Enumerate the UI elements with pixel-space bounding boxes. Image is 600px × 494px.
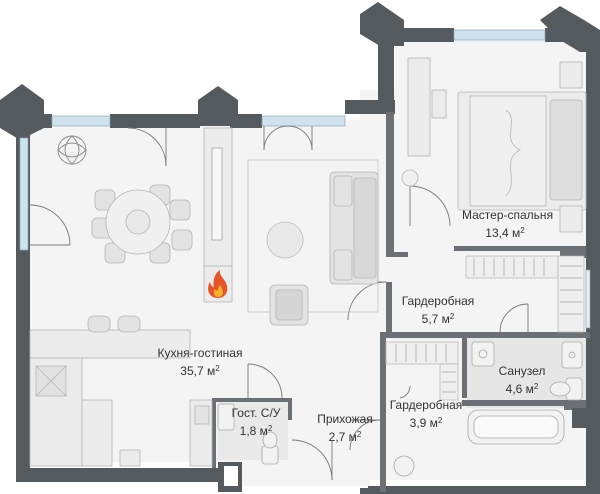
flower-plant-icon <box>57 135 87 165</box>
room-name: Мастер-спальня <box>462 208 554 222</box>
armchair <box>269 284 309 326</box>
room-name: Гардеробная <box>389 398 463 412</box>
room-label-wardrobe-large: Гардеробная 5,7 м2 <box>398 294 478 327</box>
interior-walls <box>212 112 590 492</box>
room-label-wardrobe-small: Гардеробная 3,9 м2 <box>386 398 466 431</box>
kitchen-stools <box>87 315 141 333</box>
toilet-icon <box>261 377 583 465</box>
bathtub-icon <box>467 409 565 445</box>
windows <box>19 29 591 329</box>
room-name: Кухня-гостиная <box>157 346 243 360</box>
room-name: Прихожая <box>317 412 373 426</box>
room-area: 4,6 м2 <box>505 382 539 396</box>
laundry-unit <box>393 455 415 477</box>
shower-icon <box>217 341 583 431</box>
coffee-table <box>266 221 304 259</box>
room-name: Гост. С/У <box>231 406 281 420</box>
room-label-kitchen-living: Кухня-гостиная 35,7 м2 <box>152 346 248 379</box>
bed-icon <box>457 61 587 233</box>
wardrobe-hangers <box>395 258 582 393</box>
room-name: Гардеробная <box>401 294 475 308</box>
room-label-guest-wc: Гост. С/У 1,8 м2 <box>216 406 296 439</box>
room-label-bathroom: Санузел 4,6 м2 <box>492 364 552 397</box>
sofa-icon <box>329 171 379 285</box>
room-area: 5,7 м2 <box>421 312 455 326</box>
room-label-master-bedroom: Мастер-спальня 13,4 м2 <box>462 208 553 241</box>
room-area: 35,7 м2 <box>180 364 220 378</box>
room-label-hallway: Прихожая 2,7 м2 <box>310 412 380 445</box>
fire-icon <box>208 270 228 298</box>
room-area: 13,4 м2 <box>485 226 525 240</box>
room-name: Санузел <box>498 364 546 378</box>
room-area: 3,9 м2 <box>409 416 443 430</box>
room-area: 1,8 м2 <box>239 424 273 438</box>
wardrobe-racks <box>385 255 585 401</box>
dining-table-icon <box>91 184 193 264</box>
door-swings <box>29 125 529 481</box>
room-area: 2,7 м2 <box>328 430 362 444</box>
kitchen-counters <box>29 329 213 467</box>
bedroom-desk <box>401 57 447 187</box>
